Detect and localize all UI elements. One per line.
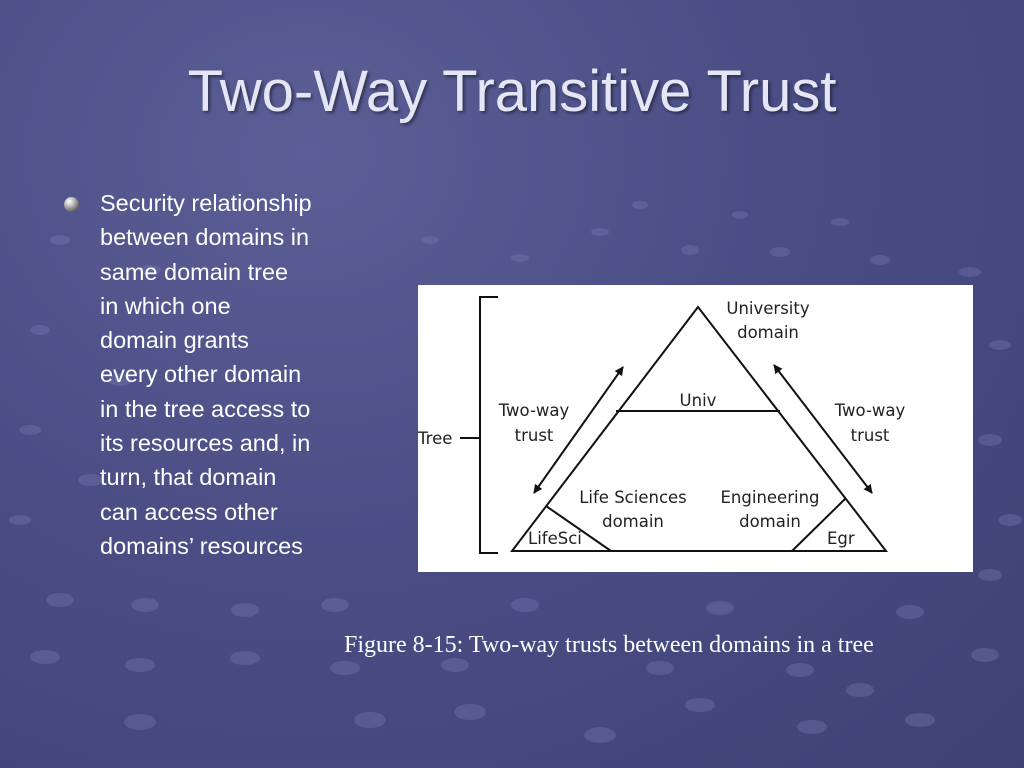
univ-box-label: Univ — [680, 391, 717, 410]
sphere-bullet-icon — [64, 197, 79, 212]
figure-caption: Figure 8-15: Two-way trusts between doma… — [344, 632, 874, 658]
tree-bracket — [479, 296, 498, 554]
engineering-domain-label-line2: domain — [739, 512, 801, 531]
university-domain-label-line1: University — [726, 299, 809, 318]
engineering-domain-label-line1: Engineering — [721, 488, 820, 507]
lifesci-divider-line — [545, 505, 612, 552]
slide-title: Two-Way Transitive Trust — [187, 59, 837, 124]
right-two-way-trust-arrow — [773, 364, 873, 494]
life-sciences-domain-label-line1: Life Sciences — [579, 488, 687, 507]
life-sciences-domain-label-line2: domain — [602, 512, 664, 531]
right-trust-label-line1: Two-way — [834, 401, 906, 420]
right-trust-label-line2: trust — [851, 426, 890, 445]
lifesci-box-label: LifeSci — [528, 529, 582, 548]
university-domain-label-line2: domain — [737, 323, 799, 342]
left-trust-label-line2: trust — [515, 426, 554, 445]
left-trust-label-line1: Two-way — [498, 401, 570, 420]
domain-tree-figure: Tree Univ LifeSci Egr University domain … — [418, 285, 973, 572]
bullet-point: Security relationship between domains in… — [62, 186, 372, 563]
tree-label: Tree — [418, 429, 452, 448]
bullet-text: Security relationship between domains in… — [100, 190, 312, 559]
egr-divider-line — [791, 497, 847, 552]
left-two-way-trust-arrow — [533, 366, 624, 494]
egr-box-label: Egr — [827, 529, 855, 548]
